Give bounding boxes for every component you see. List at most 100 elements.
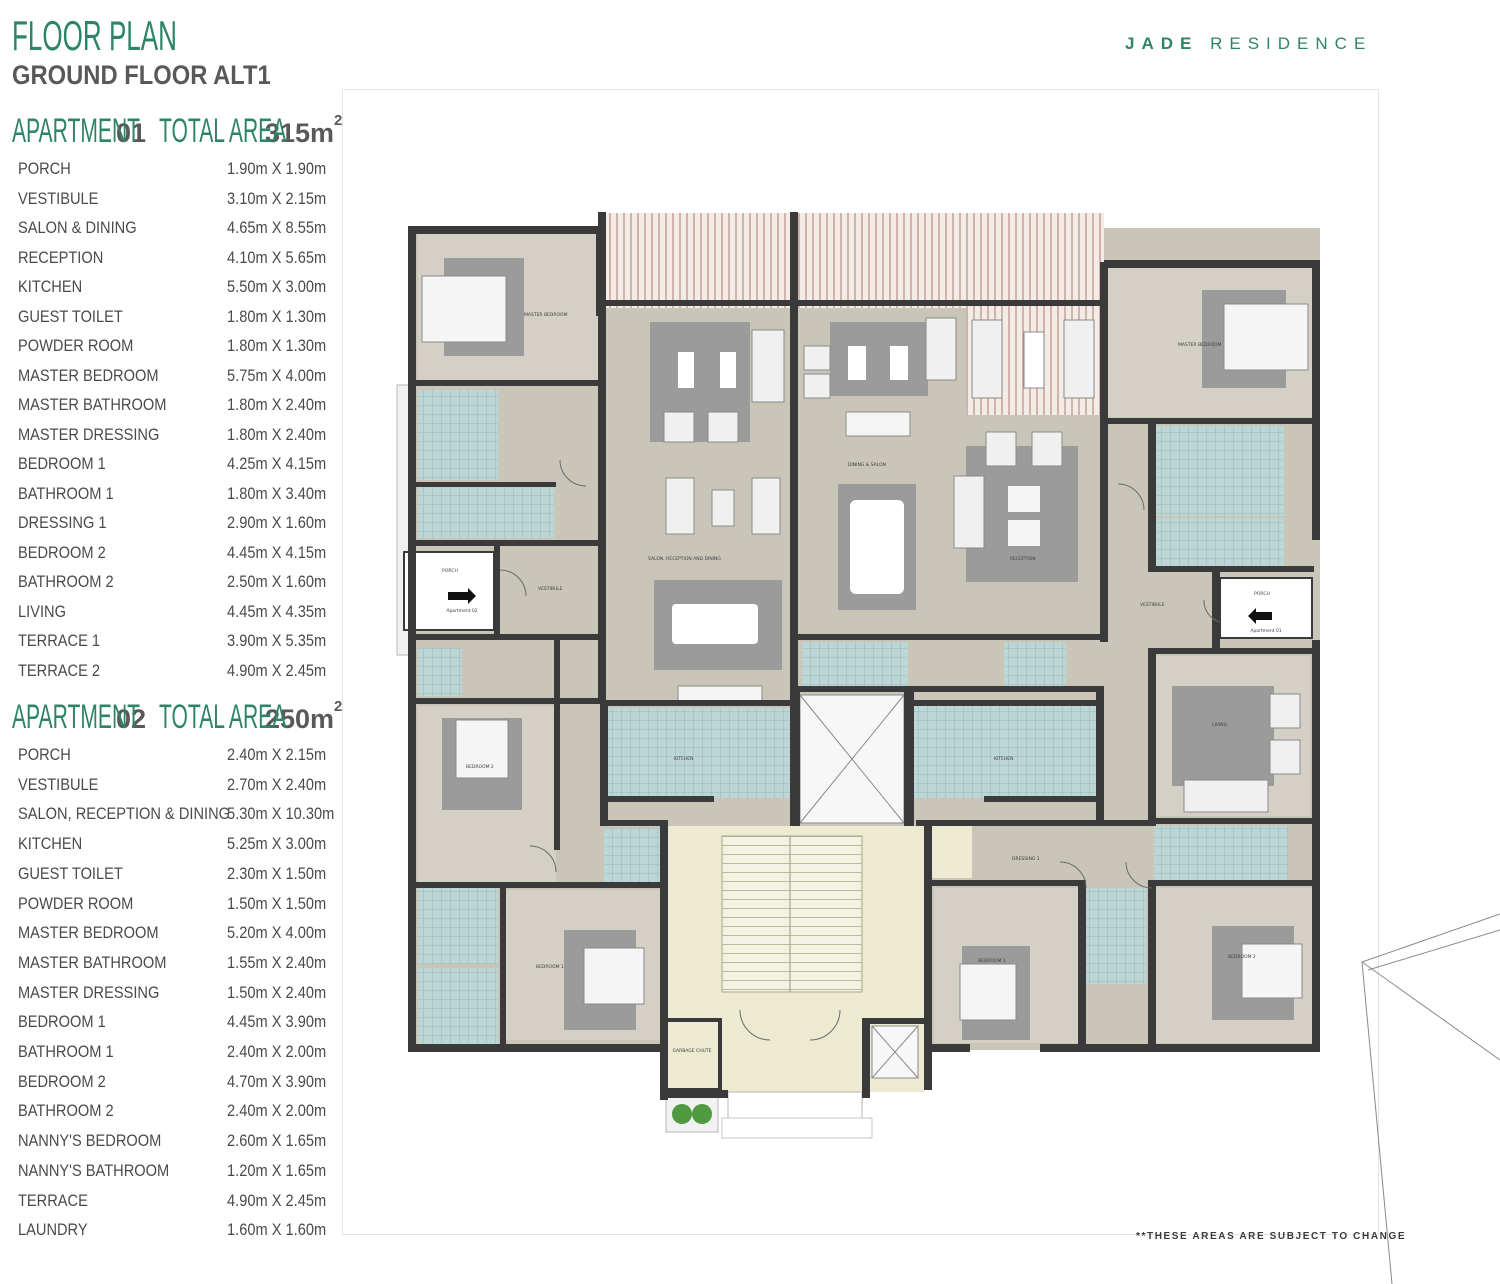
room-size: 2.60m X 1.65m: [227, 1131, 327, 1151]
room-name: BATHROOM 1: [18, 1042, 114, 1061]
room-size: 2.90m X 1.60m: [227, 513, 327, 532]
room-name: GUEST TOILET: [18, 306, 123, 326]
room-row: VESTIBULE 3.10m X 2.15m: [18, 189, 338, 215]
room-name: KITCHEN: [18, 834, 83, 854]
apartment-2-heading: APARTMENT02 TOTAL AREA 250m2: [12, 698, 343, 736]
garbage-chute-label: GARBAGE CHUTE: [673, 1048, 712, 1054]
room-row: KITCHEN 5.25m X 3.00m: [18, 834, 338, 860]
arrow-right-icon: [448, 588, 476, 604]
garbage-chute: [662, 1018, 722, 1092]
dining-table-icon: [672, 604, 758, 644]
staircase: [721, 835, 863, 993]
bed-icon: [959, 963, 1017, 1021]
dining-table-icon: [850, 500, 904, 594]
svg-text:BEDROOM 2: BEDROOM 2: [466, 764, 494, 770]
brand-name-light: RESIDENCE: [1210, 34, 1373, 53]
floor-plan-frame: [342, 89, 1379, 1235]
reception-rug: [966, 446, 1078, 582]
room-name: TERRACE 1: [18, 631, 101, 650]
room-name: POWDER ROOM: [18, 893, 134, 913]
room-size: 1.50m X 2.40m: [227, 982, 327, 1002]
room-name: VESTIBULE: [18, 188, 99, 208]
room-size: 4.70m X 3.90m: [227, 1071, 327, 1091]
room-name: MASTER BATHROOM: [18, 395, 167, 414]
room-name: DRESSING 1: [18, 513, 107, 532]
room-row: TERRACE 4.90m X 2.45m: [18, 1191, 338, 1217]
room-name: MASTER BEDROOM: [18, 365, 159, 385]
sofa-icon: [1183, 779, 1269, 813]
room-name: RECEPTION: [18, 247, 104, 267]
room-size: 1.80m X 3.40m: [227, 483, 327, 503]
room-row: DRESSING 1 2.90m X 1.60m: [18, 513, 338, 539]
apartment-1-number: 01: [116, 118, 147, 148]
room-size: 1.50m X 1.50m: [227, 893, 327, 913]
svg-text:MASTER BEDROOM: MASTER BEDROOM: [1178, 342, 1222, 348]
terrace-deck: [602, 213, 1104, 308]
room-name: BEDROOM 2: [18, 542, 106, 562]
room-size: 1.80m X 1.30m: [227, 306, 327, 326]
room-row: BEDROOM 2 4.70m X 3.90m: [18, 1072, 338, 1098]
room-name: BATHROOM 2: [18, 572, 114, 591]
room-name: SALON, RECEPTION & DINING: [18, 804, 231, 824]
svg-text:BEDROOM 1: BEDROOM 1: [978, 958, 1006, 964]
room-name: BEDROOM 1: [18, 454, 106, 473]
bathroom-2-right: [1154, 826, 1288, 882]
room-name: MASTER BEDROOM: [18, 923, 159, 943]
room-row: TERRACE 1 3.90m X 5.35m: [18, 631, 338, 657]
room-row: POWDER ROOM 1.50m X 1.50m: [18, 894, 338, 920]
page-title-block: FLOOR PLAN GROUND FLOOR ALT1: [12, 14, 278, 91]
room-row: BEDROOM 1 4.45m X 3.90m: [18, 1012, 338, 1038]
powder-room-right: [1154, 518, 1284, 568]
toilet-center: [802, 642, 908, 686]
room-size: 5.50m X 3.00m: [227, 277, 327, 296]
svg-text:KITCHEN: KITCHEN: [674, 756, 694, 762]
disclaimer-note: **THESE AREAS ARE SUBJECT TO CHANGE: [1136, 1231, 1407, 1242]
arrow-left-icon: [1248, 608, 1272, 624]
svg-text:VESTIBULE: VESTIBULE: [538, 586, 563, 592]
walls: [408, 212, 1320, 1100]
room-name: SALON & DINING: [18, 218, 137, 237]
porch-left: [403, 551, 495, 631]
room-name: PORCH: [18, 159, 71, 178]
svg-text:VESTIBULE: VESTIBULE: [1140, 602, 1165, 608]
room-size: 2.70m X 2.40m: [227, 774, 327, 794]
room-size: 2.50m X 1.60m: [227, 572, 327, 591]
apartment-2-area-sup: 2: [334, 698, 343, 715]
bathroom-2-left: [418, 886, 498, 964]
room-size: 3.10m X 2.15m: [227, 188, 327, 208]
room-name: TERRACE 2: [18, 660, 101, 680]
bathroom-1-right: [1086, 888, 1146, 984]
room-name: BEDROOM 2: [18, 1071, 106, 1091]
room-size: 4.90m X 2.45m: [227, 1190, 327, 1210]
svg-text:MASTER BEDROOM: MASTER BEDROOM: [524, 312, 568, 318]
room-name: KITCHEN: [18, 277, 83, 296]
svg-text:RECEPTION: RECEPTION: [1010, 556, 1036, 562]
room-size: 4.45m X 3.90m: [227, 1012, 327, 1032]
bathroom-1-left: [418, 968, 498, 1044]
apartment-2-area-value: 250m: [264, 704, 335, 734]
room-size: 3.90m X 5.35m: [227, 631, 327, 650]
room-name: BEDROOM 1: [18, 1012, 106, 1032]
brand-logo: JADE RESIDENCE: [1125, 34, 1372, 54]
room-name: NANNY'S BATHROOM: [18, 1160, 170, 1180]
room-size: 5.25m X 3.00m: [227, 834, 327, 854]
porch-right-label: PORCH: [1254, 591, 1270, 597]
room-name: TERRACE: [18, 1190, 88, 1210]
svg-text:BEDROOM 1: BEDROOM 1: [536, 964, 564, 970]
